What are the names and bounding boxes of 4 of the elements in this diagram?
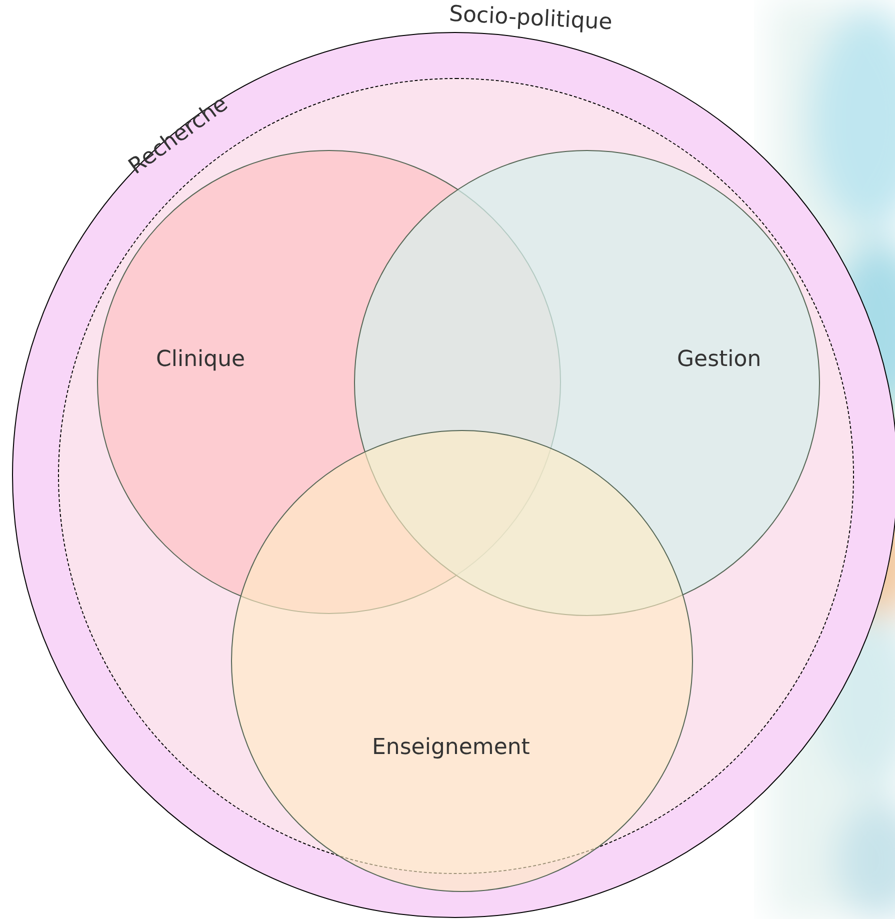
circle-label: Clinique — [156, 349, 246, 371]
circle-label: Gestion — [677, 349, 762, 371]
circle-label: Enseignement — [372, 737, 530, 759]
circle-label: Socio-politique — [448, 4, 613, 34]
